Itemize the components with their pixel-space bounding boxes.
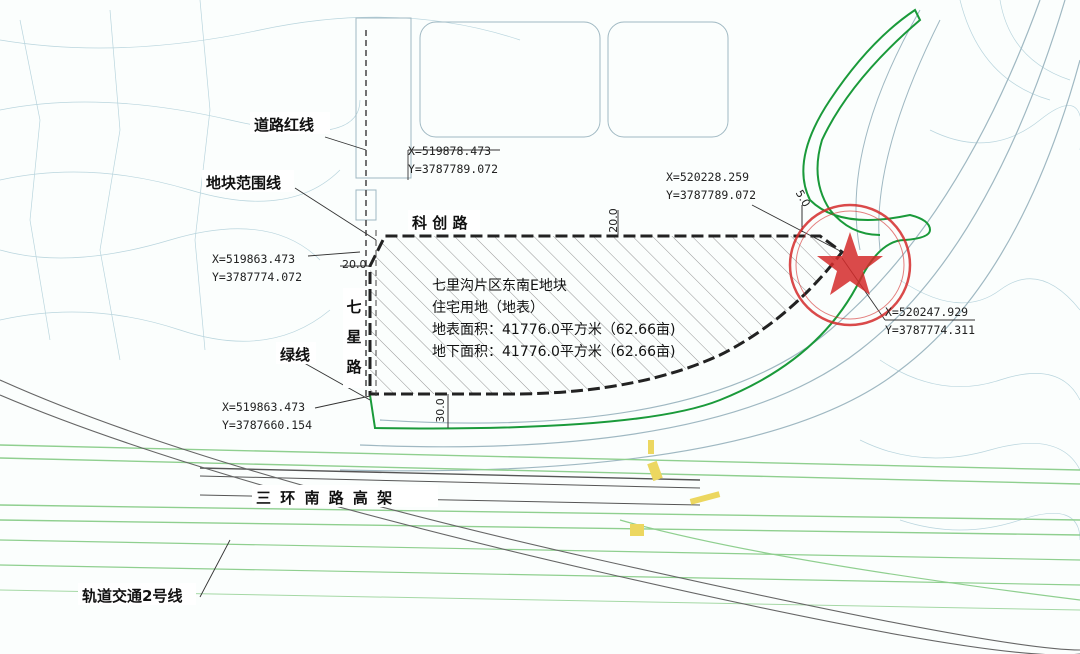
coord-x: X=520247.929	[885, 305, 969, 319]
official-seal	[788, 203, 912, 327]
highway-lines	[0, 379, 1080, 654]
coord-y: Y=3787789.072	[408, 162, 499, 176]
label-road-red-line: 道路红线	[254, 116, 315, 134]
parcel-area	[370, 236, 842, 394]
parcel-use: 住宅用地（地表）	[432, 300, 544, 316]
coord-y: Y=3787774.311	[885, 323, 976, 337]
parcel-name: 七里沟片区东南E地块	[432, 278, 567, 294]
dimension-top: 20.0	[606, 208, 620, 233]
parcel-surface-area: 地表面积：41776.0平方米（62.66亩)	[432, 322, 676, 338]
coord-y: Y=3787660.154	[222, 418, 313, 432]
coord-x: X=519863.473	[212, 252, 296, 266]
ramp-roads	[339, 0, 1080, 472]
road-name-kechuang: 科 创 路	[412, 214, 468, 232]
road-char-3: 路	[346, 358, 362, 376]
parcel-info: 七里沟片区东南E地块 住宅用地（地表） 地表面积：41776.0平方米（62.6…	[432, 275, 675, 363]
coord-point-4: X=520247.929 Y=3787774.311	[885, 303, 975, 339]
yellow-markings	[630, 440, 721, 536]
parcel-boundary-line	[368, 234, 845, 396]
road-name-sanhuan: 三 环 南 路 高 架	[256, 489, 395, 507]
coord-point-2: X=520228.259 Y=3787789.072	[666, 168, 756, 204]
green-line-boundary	[369, 8, 932, 430]
road-name-qixing: 七 星 路	[345, 292, 363, 382]
road-char-1: 七	[346, 298, 362, 316]
coord-y: Y=3787774.072	[212, 270, 303, 284]
top-blocks	[355, 17, 729, 221]
coord-point-1: X=519878.473 Y=3787789.072	[408, 142, 498, 178]
label-green-line: 绿线	[280, 346, 311, 364]
coord-point-3: X=519863.473 Y=3787774.072	[212, 250, 302, 286]
label-parcel-boundary: 地块范围线	[206, 174, 282, 192]
coord-x: X=519878.473	[408, 144, 492, 158]
label-metro-line: 轨道交通2号线	[82, 587, 183, 605]
coord-y: Y=3787789.072	[666, 188, 757, 202]
parcel-underground-area: 地下面积：41776.0平方米（62.66亩)	[432, 344, 676, 360]
road-char-2: 星	[346, 328, 362, 346]
dimension-left: 20.0	[342, 258, 367, 271]
coord-point-5: X=519863.473 Y=3787660.154	[222, 398, 312, 434]
coord-x: X=520228.259	[666, 170, 750, 184]
coord-x: X=519863.473	[222, 400, 306, 414]
dimension-lines	[340, 205, 803, 428]
dimension-bottom: 30.0	[433, 398, 447, 423]
